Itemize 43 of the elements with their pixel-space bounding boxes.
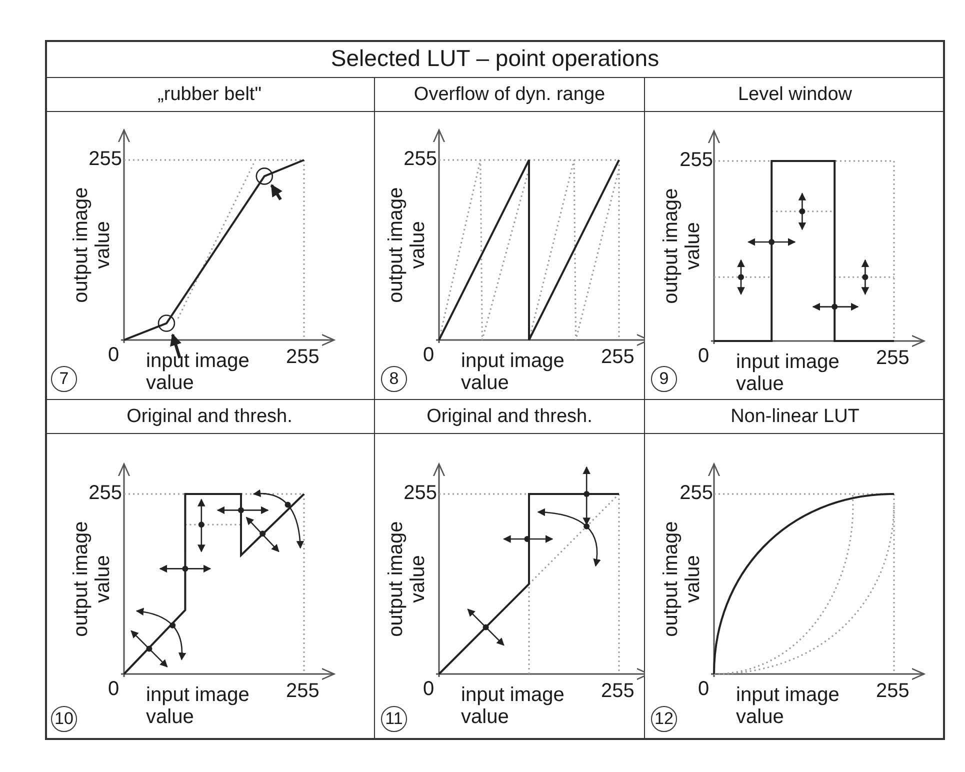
axis-title: output image value: [70, 186, 114, 305]
axis-tick-label: 255: [680, 149, 713, 171]
axis-title: output image value: [660, 187, 704, 306]
axis-tick-label: 0: [108, 344, 120, 366]
axis-tick-label: 255: [601, 346, 634, 368]
axis-title: input image value: [461, 350, 566, 394]
axis-tick-label: 0: [423, 344, 434, 366]
axis-tick-label: 255: [286, 346, 320, 368]
axis-tick-label: 255: [286, 680, 320, 702]
callout-number: 10: [51, 706, 77, 732]
axis-title: input image value: [146, 350, 250, 394]
axis-title: output image value: [70, 520, 114, 639]
axis-title: input image value: [736, 684, 840, 728]
panel-heading: Overflow of dyn. range: [375, 78, 644, 112]
axis-tick-label: 0: [108, 678, 120, 700]
axis-title: output image value: [385, 520, 429, 639]
callout-number: 7: [51, 366, 77, 392]
axis-title: input image value: [736, 351, 840, 395]
axis-tick-label: 255: [404, 148, 437, 170]
axis-tick-label: 255: [88, 148, 122, 170]
axis-tick-label: 255: [88, 482, 122, 504]
panel-heading: Original and thresh.: [375, 400, 644, 434]
axis-tick-label: 0: [423, 678, 434, 700]
callout-number: 12: [651, 706, 677, 732]
axis-title: output image value: [385, 186, 429, 305]
axis-tick-label: 255: [404, 482, 437, 504]
callout-number: 8: [381, 366, 407, 392]
axis-title: input image value: [461, 684, 566, 728]
axis-tick-label: 0: [698, 345, 710, 367]
axis-tick-label: 255: [680, 482, 713, 504]
axis-title: input image value: [146, 684, 250, 728]
callout-number: 11: [381, 706, 407, 732]
panel-heading: Original and thresh.: [45, 400, 374, 434]
axis-tick-label: 255: [876, 347, 910, 369]
panel-heading: „rubber belt": [45, 78, 374, 112]
axis-title: output image value: [660, 520, 704, 639]
axis-tick-label: 255: [601, 680, 634, 702]
panel-heading: Non-linear LUT: [645, 400, 945, 434]
diagram-title: Selected LUT – point operations: [45, 40, 945, 78]
callout-number: 9: [651, 366, 677, 392]
axis-tick-label: 255: [876, 680, 910, 702]
axis-tick-label: 0: [698, 678, 710, 700]
panel-heading: Level window: [645, 78, 945, 112]
